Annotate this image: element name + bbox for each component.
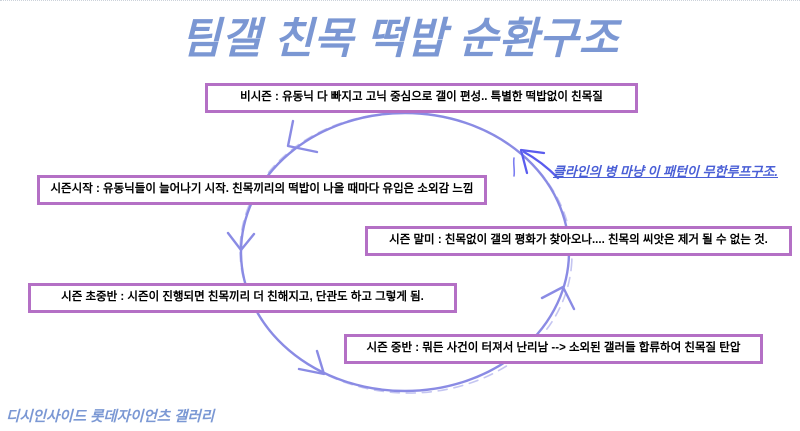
page-top-edge-line <box>0 0 800 1</box>
arrowhead-top-left-icon <box>286 119 319 154</box>
stage-box-season-end: 시즌 말미 : 친목없이 갤의 평화가 찾아오나.... 친목의 씨앗은 제거 … <box>365 226 792 256</box>
gallery-credit-text: 디시인사이드 롯데자이언츠 갤러리 <box>6 409 215 425</box>
page-title: 팀갤 친목 떡밥 순환구조 <box>181 15 619 63</box>
stage-label-season-end: 시즌 말미 : 친목없이 갤의 평화가 찾아오나.... 친목의 씨앗은 제거 … <box>389 234 768 246</box>
stage-box-season-mid: 시즌 중반 : 뭐든 사건이 터져서 난리남 --> 소외된 갤러들 합류하여 … <box>344 334 763 364</box>
stage-label-season-start: 시즌시작 : 유동닉들이 늘어나기 시작. 친목끼리의 떡밥이 나올 때마다 유… <box>50 183 474 195</box>
stage-label-offseason: 비시즌 : 유동닉 다 빠지고 고닉 중심으로 갤이 편성.. 특별한 떡밥없이… <box>240 91 603 103</box>
stage-label-season-mid: 시즌 중반 : 뭐든 사건이 터져서 난리남 --> 소외된 갤러들 합류하여 … <box>366 342 741 354</box>
stage-label-season-early-mid: 시즌 초중반 : 시즌이 진행되면 친목끼리 더 친해지고, 단관도 하고 그렇… <box>61 291 424 303</box>
stage-box-offseason: 비시즌 : 유동닉 다 빠지고 고닉 중심으로 갤이 편성.. 특별한 떡밥없이… <box>205 83 638 113</box>
arrowhead-left-icon <box>226 231 256 252</box>
annotation-arrow-icon <box>512 148 560 180</box>
arrowhead-right-icon <box>540 285 576 311</box>
stage-box-season-start: 시즌시작 : 유동닉들이 늘어나기 시작. 친목끼리의 떡밥이 나올 때마다 유… <box>37 175 487 205</box>
arrowhead-bottom-icon <box>297 349 326 376</box>
infinite-loop-annotation: 클라인의 병 마냥 이 패턴이 무한루프구조. <box>553 164 778 179</box>
stage-box-season-early-mid: 시즌 초중반 : 시즌이 진행되면 친목끼리 더 친해지고, 단관도 하고 그렇… <box>28 283 457 313</box>
